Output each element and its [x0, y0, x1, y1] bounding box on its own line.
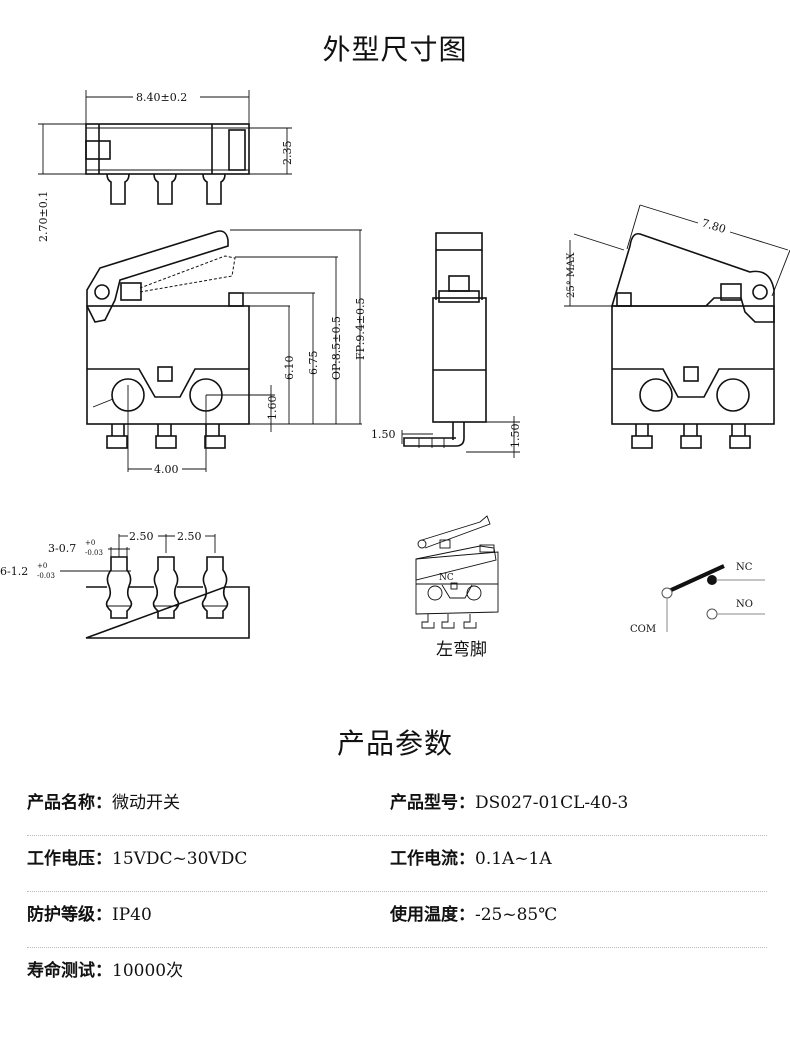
lever-length-label: 7.80	[700, 216, 727, 236]
schematic-nc-label: NC	[736, 562, 753, 573]
dim-height-label: 2.35	[281, 141, 294, 166]
iso-caption: 左弯脚	[436, 640, 487, 660]
param-life-test: 寿命测试：10000次	[27, 961, 184, 981]
params-table: 产品名称：微动开关 产品型号：DS027-01CL-40-3 工作电压：15VD…	[27, 780, 767, 1003]
params-title: 产品参数	[336, 727, 453, 760]
pin-detail-drawing: 2.50 2.50 3-0.7 +0 -0.03 6-1.2 +0 -0.03	[0, 530, 250, 639]
pin-width-tol-minus: -0.03	[85, 549, 103, 557]
dim-side-1-50-horizontal: 1.50	[371, 428, 396, 441]
actuated-view-drawing: 7.80 25° MAX	[564, 204, 790, 449]
schematic-com-label: COM	[630, 624, 656, 635]
pin-width-tol-plus: +0	[85, 539, 95, 547]
dim-1-60-label: 1.60	[266, 396, 279, 421]
dim-6-75-label: 6.75	[307, 351, 320, 376]
switch-schematic: NC NO COM	[630, 562, 765, 635]
param-product-name: 产品名称：微动开关	[27, 793, 180, 813]
param-row: 防护等级：IP40 使用温度：-25~85℃	[27, 892, 767, 948]
pin-neck-tol-plus: +0	[37, 562, 47, 570]
pin-width-label: 3-0.7	[48, 542, 76, 555]
iso-view-drawing: NC 左弯脚	[415, 515, 499, 660]
param-temperature: 使用温度：-25~85℃	[390, 905, 558, 925]
pin-neck-tol-minus: -0.03	[37, 572, 55, 580]
param-row: 产品名称：微动开关 产品型号：DS027-01CL-40-3	[27, 780, 767, 836]
angle-max-label: 25° MAX	[566, 252, 577, 298]
dim-side-1-50-vertical: 1.50	[509, 424, 522, 449]
dim-total-height-label: 2.70±0.1	[37, 191, 50, 242]
dim-op-label: OP:8.5±0.5	[330, 316, 343, 380]
param-model: 产品型号：DS027-01CL-40-3	[390, 793, 629, 813]
pin-neck-label: 6-1.2	[0, 565, 28, 578]
dim-fp-label: FP:9.4±0.5	[354, 297, 367, 360]
dim-6-10-label: 6.10	[283, 356, 296, 381]
pin-pitch-2-label: 2.50	[177, 530, 202, 543]
dim-width-label: 8.40±0.2	[136, 91, 187, 104]
side-view-drawing: 1.50 1.50	[371, 232, 522, 458]
param-voltage: 工作电压：15VDC~30VDC	[27, 849, 248, 869]
dim-4-00-label: 4.00	[154, 463, 179, 476]
dimension-drawings: 8.40±0.2 2.35 2.70±0.1	[0, 90, 790, 660]
param-protection: 防护等级：IP40	[27, 905, 152, 925]
param-current: 工作电流：0.1A~1A	[390, 849, 552, 869]
schematic-no-label: NO	[736, 599, 753, 610]
front-view-drawing: 6.10 6.75 OP:8.5±0.5 FP:9.4±0.5 1.60 4.0…	[86, 229, 367, 476]
param-row: 工作电压：15VDC~30VDC 工作电流：0.1A~1A	[27, 836, 767, 892]
pin-pitch-1-label: 2.50	[129, 530, 154, 543]
dimensions-title: 外型尺寸图	[322, 33, 468, 66]
iso-nc-marker: NC	[439, 573, 454, 583]
top-view-drawing: 8.40±0.2 2.35 2.70±0.1	[37, 90, 294, 242]
param-row: 寿命测试：10000次	[27, 948, 767, 1003]
